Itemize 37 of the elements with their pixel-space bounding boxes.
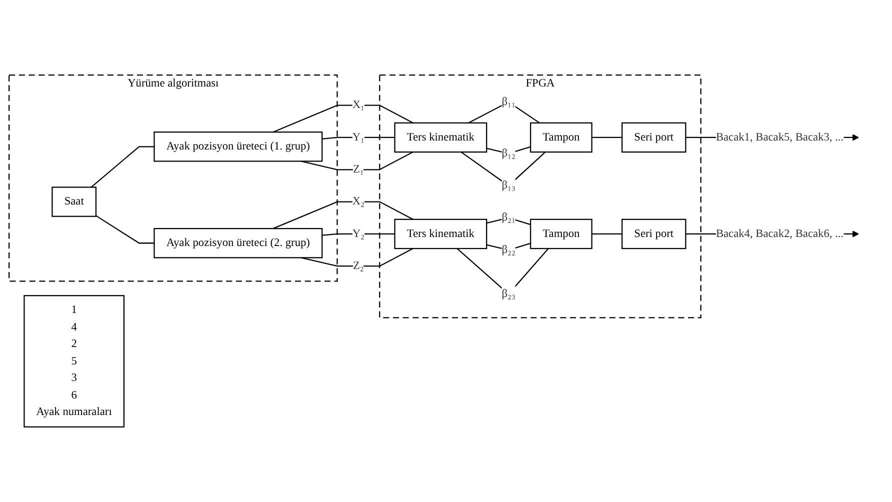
edge-label: β₂₁ bbox=[502, 212, 516, 224]
edge-label: β₁₂ bbox=[502, 147, 516, 160]
edge-label: β₂₂ bbox=[502, 244, 516, 256]
connector bbox=[272, 201, 414, 230]
edge-label: Z₁ bbox=[352, 163, 364, 176]
connector bbox=[96, 215, 154, 244]
edge-label: β₁₁ bbox=[502, 96, 516, 108]
connector bbox=[486, 146, 531, 154]
connector bbox=[486, 242, 531, 251]
cluster bbox=[379, 74, 702, 318]
node-box bbox=[622, 218, 686, 250]
node-box bbox=[154, 228, 323, 258]
edge-label: Z₂ bbox=[352, 260, 364, 272]
block-diagram: Yürüme algoritması FPGA X₁ Y₁ Z₁ X₂ Y₂ Z₂ β₁₁ β₁₂ β₁₃ β₂₁ β₂₂ β₂₃ Bacak1, Bacak5, Bacak3, ... Bacak4, Bacak2, Bacak6, ... Ayak pozisyon üreteci (1. grup) Ayak pozisyon üreteci (2. grup) Saat Ters kinematik Tampon Seri port Ters kinematik Tampon Seri port 1 4 2 5 3 6 Ayak numaraları bbox=[3, 69, 889, 433]
node-box bbox=[24, 295, 125, 428]
node-box bbox=[52, 186, 97, 217]
connector bbox=[592, 136, 622, 138]
edge-label: X₁ bbox=[352, 99, 364, 112]
edge-label: β₁₃ bbox=[502, 179, 516, 192]
edge-label: Y₁ bbox=[352, 131, 364, 144]
cluster bbox=[8, 74, 338, 282]
node-box bbox=[154, 132, 323, 162]
node-box bbox=[530, 122, 592, 153]
connector bbox=[272, 104, 414, 133]
connector bbox=[322, 136, 395, 140]
edge-label: Y₂ bbox=[352, 228, 364, 240]
edge-label: Bacak1, Bacak5, Bacak3, ... bbox=[716, 131, 844, 144]
node-box bbox=[394, 122, 488, 153]
node-box bbox=[394, 218, 488, 250]
edge-label: X₂ bbox=[352, 196, 364, 208]
connector bbox=[592, 233, 622, 235]
node-box bbox=[530, 218, 592, 250]
edge-label: β₂₃ bbox=[502, 288, 516, 300]
edge-label: Bacak4, Bacak2, Bacak6, ... bbox=[716, 228, 844, 240]
connector bbox=[322, 233, 395, 236]
node-box bbox=[622, 122, 686, 153]
connector bbox=[90, 146, 154, 188]
